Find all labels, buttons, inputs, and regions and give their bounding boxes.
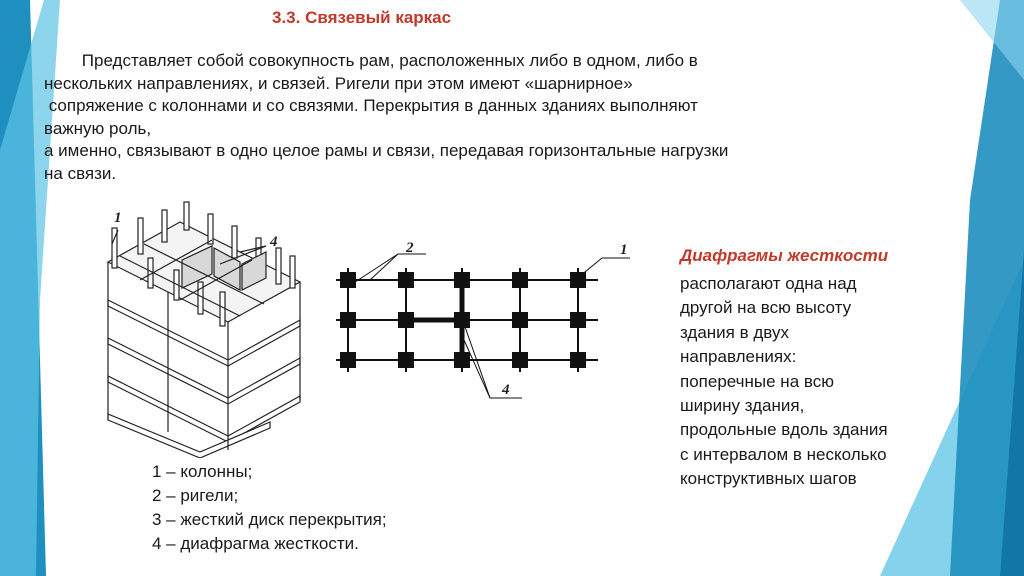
intro-line: на связи. <box>44 163 117 183</box>
right-accent-dark <box>950 0 1024 576</box>
legend-item: 2 – ригели; <box>152 486 239 505</box>
side-line: с интервалом в несколько <box>680 444 887 464</box>
floor-grid <box>119 239 265 317</box>
side-line: другой на всю высоту <box>680 298 852 318</box>
side-description: располагают одна над другой на всю высот… <box>680 272 888 492</box>
plan-diaphragms <box>406 280 465 360</box>
side-line: ширину здания, <box>680 396 805 416</box>
intro-line: а именно, связывают в одно целое рамы и … <box>44 141 729 160</box>
stiffness-diaphragms <box>181 245 267 292</box>
frame-plan-diagram: 2 1 4 <box>336 240 630 399</box>
side-line: поперечные на всю <box>680 371 834 391</box>
plan-leaders <box>351 253 630 399</box>
iso-label-4: 4 <box>269 234 278 250</box>
right-accent-top <box>960 0 1024 80</box>
plan-label-4: 4 <box>501 382 510 398</box>
right-accent-stripe <box>1000 250 1024 576</box>
legend-item: 4 – диафрагма жесткости. <box>152 534 359 553</box>
diagram-legend: 1 – колонны; 2 – ригели; 3 – жесткий дис… <box>152 460 387 556</box>
intro-line: Представляет собой совокупность рам, рас… <box>44 51 698 70</box>
intro-paragraph: Представляет собой совокупность рам, рас… <box>44 50 924 185</box>
plan-columns <box>340 272 586 368</box>
side-heading: Диафрагмы жесткости <box>680 246 889 265</box>
side-line: располагают одна над <box>680 274 857 293</box>
side-line: здания в двух <box>680 322 789 342</box>
intro-line: важную роль, <box>44 118 152 138</box>
legend-item: 3 – жесткий диск перекрытия; <box>152 510 387 529</box>
intro-line: сопряжение с колоннами и со связями. Пер… <box>44 96 698 115</box>
plan-label-1: 1 <box>620 242 628 258</box>
side-line: направлениях: <box>680 347 797 367</box>
plan-label-2: 2 <box>405 240 414 256</box>
side-line: конструктивных шагов <box>680 469 857 489</box>
iso-label-1: 1 <box>114 210 122 226</box>
isometric-frame-diagram: 1 4 <box>106 201 302 458</box>
slide-title: 3.3. Связевый каркас <box>272 8 452 27</box>
intro-line: нескольких направлениях, и связей. Ригел… <box>44 73 633 93</box>
leader-lines <box>111 229 267 265</box>
legend-item: 1 – колонны; <box>152 462 253 481</box>
left-accent-light <box>0 0 60 576</box>
side-line: продольные вдоль здания <box>680 420 888 440</box>
